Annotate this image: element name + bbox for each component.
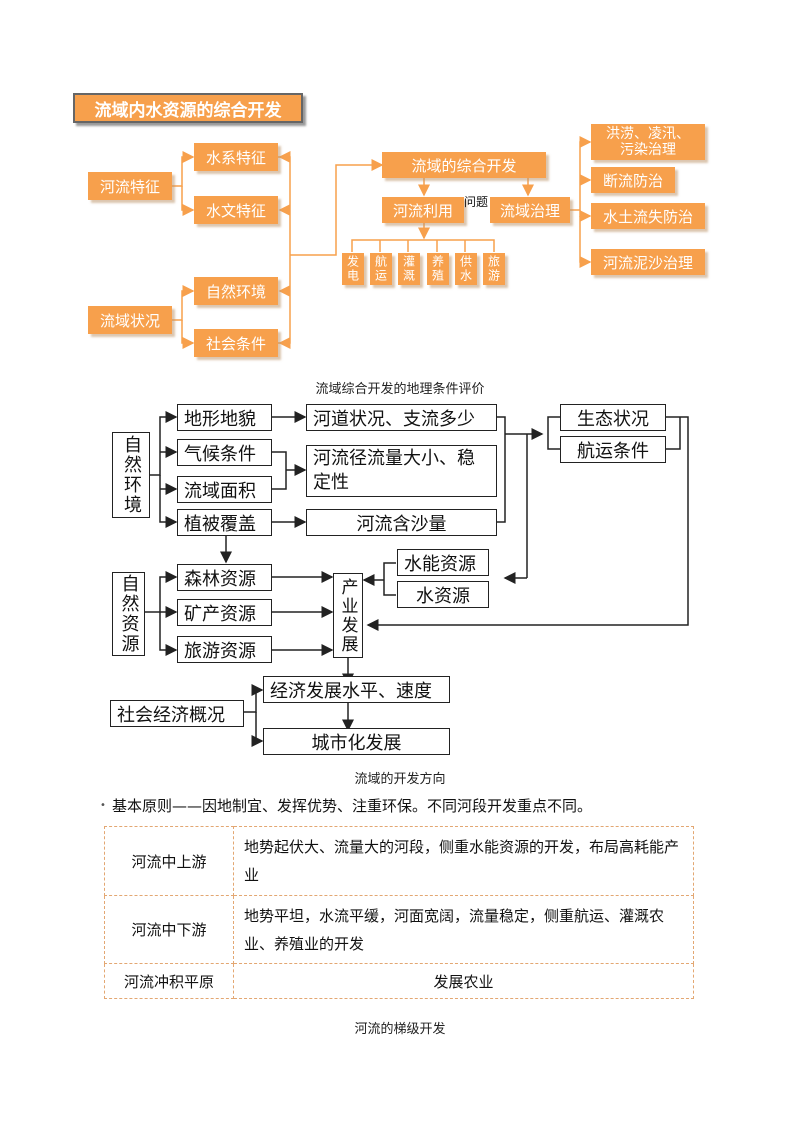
node-tourism: 旅游资源 [177, 636, 272, 663]
node-socioeconomic: 社会经济概况 [110, 700, 244, 727]
node-natural-env: 自然环境 [194, 277, 278, 305]
node-mineral: 矿产资源 [177, 599, 272, 626]
caption-1: 流域综合开发的地理条件评价 [315, 382, 485, 397]
table-row: 河流中上游 地势起伏大、流量大的河段，侧重水能资源的开发，布局高耗能产业 [104, 826, 694, 896]
caption-2: 流域的开发方向 [354, 772, 446, 787]
node-basin-status: 流域状况 [88, 306, 172, 334]
use-aquaculture: 养殖 [427, 253, 449, 285]
gov-flood-line1: 洪涝、凌汛、 [606, 126, 690, 142]
node-basin-governance: 流域治理 [490, 197, 570, 223]
node-river-features: 河流特征 [88, 172, 172, 200]
node-river-use: 河流利用 [382, 197, 464, 223]
bullet-icon: • [100, 800, 106, 811]
node-runoff-line1: 河流径流量大小、稳 [313, 448, 475, 469]
node-channel: 河道状况、支流多少 [306, 404, 497, 431]
node-hydropower: 水能资源 [397, 549, 489, 576]
node-economy: 经济发展水平、速度 [263, 676, 450, 703]
node-urbanization: 城市化发展 [263, 728, 450, 755]
node-comprehensive-dev: 流域的综合开发 [382, 152, 546, 178]
node-vegetation: 植被覆盖 [177, 509, 272, 536]
node-area: 流域面积 [177, 476, 272, 503]
principle-text: 基本原则——因地制宜、发挥优势、注重环保。不同河段开发重点不同。 [112, 797, 593, 815]
table-row: 河流冲积平原 发展农业 [104, 963, 694, 999]
gov-sediment: 河流泥沙治理 [591, 249, 705, 275]
node-hydrology: 水文特征 [194, 196, 278, 224]
table-cell-content: 发展农业 [233, 963, 694, 999]
section-title: 流域内水资源的综合开发 [73, 93, 303, 123]
caption-3: 河流的梯级开发 [354, 1022, 446, 1037]
table-cell-content: 地势起伏大、流量大的河段，侧重水能资源的开发，布局高耗能产业 [233, 826, 694, 896]
table-row: 河流中下游 地势平坦，水流平缓，河面宽阔，流量稳定，侧重航运、灌溉农业、养殖业的… [104, 895, 694, 964]
gov-cutoff: 断流防治 [591, 167, 675, 193]
node-runoff-line2: 定性 [313, 472, 349, 493]
gov-flood: 洪涝、凌汛、 污染治理 [591, 124, 705, 160]
river-section-table: 河流中上游 地势起伏大、流量大的河段，侧重水能资源的开发，布局高耗能产业 河流中… [104, 826, 694, 999]
node-industry: 产业发展 [333, 573, 363, 658]
node-natural-resources: 自然资源 [112, 572, 145, 656]
table-cell-content: 地势平坦，水流平缓，河面宽阔，流量稳定，侧重航运、灌溉农业、养殖业的开发 [233, 895, 694, 964]
node-forest: 森林资源 [177, 564, 272, 591]
table-cell-section: 河流中上游 [104, 826, 234, 896]
gov-flood-line2: 污染治理 [620, 142, 676, 158]
use-water-supply: 供水 [455, 253, 477, 285]
node-navigation: 航运条件 [560, 436, 666, 463]
node-water-resources: 水资源 [397, 581, 489, 608]
node-water-system: 水系特征 [194, 143, 278, 171]
use-power: 发电 [342, 253, 364, 285]
table-cell-section: 河流中下游 [104, 895, 234, 964]
gov-soil-erosion: 水土流失防治 [591, 203, 705, 229]
label-problem: 问题 [464, 195, 489, 209]
use-tourism: 旅游 [483, 253, 505, 285]
use-shipping: 航运 [370, 253, 392, 285]
node-ecology: 生态状况 [560, 404, 666, 431]
node-runoff: 河流径流量大小、稳 定性 [306, 445, 497, 497]
node-natural-environment: 自然环境 [112, 432, 150, 518]
node-sediment: 河流含沙量 [306, 509, 497, 536]
node-climate: 气候条件 [177, 439, 272, 466]
use-irrigation: 灌溉 [398, 253, 420, 285]
node-social: 社会条件 [194, 329, 278, 357]
table-cell-section: 河流冲积平原 [104, 963, 234, 999]
node-terrain: 地形地貌 [177, 404, 272, 431]
